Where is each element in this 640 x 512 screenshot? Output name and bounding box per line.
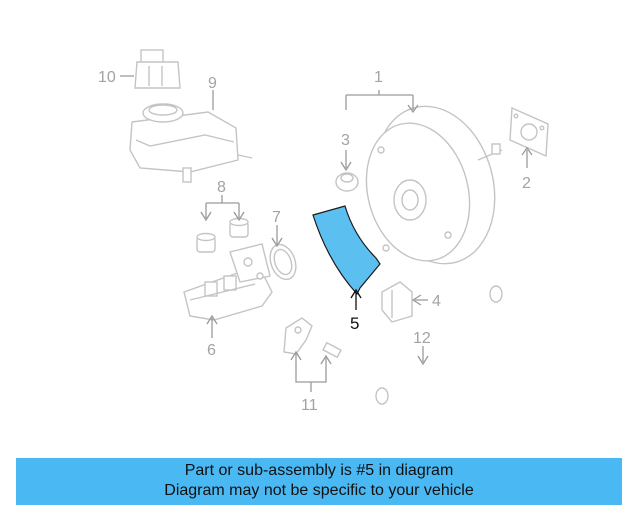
part-8-grommets[interactable]	[196, 217, 249, 253]
part-6-master-cylinder[interactable]	[183, 243, 273, 321]
leader-line-5	[350, 288, 362, 310]
callout-11: 11	[301, 397, 318, 414]
callout-2: 2	[522, 175, 531, 192]
part-10-reservoir-cap[interactable]	[134, 49, 181, 89]
part-4-bracket[interactable]	[381, 281, 413, 323]
banner-line-disclaimer: Diagram may not be specific to your vehi…	[164, 482, 474, 499]
callout-8: 8	[217, 179, 226, 196]
info-banner: Part or sub-assembly is #5 in diagram Di…	[16, 458, 622, 505]
part-3-nut[interactable]	[335, 172, 359, 192]
banner-line-part-number: Part or sub-assembly is #5 in diagram	[184, 462, 454, 479]
part-5-shield-highlighted[interactable]	[312, 205, 381, 296]
callout-10: 10	[98, 69, 116, 86]
callout-4: 4	[432, 293, 441, 310]
callout-7: 7	[272, 209, 281, 226]
part-2-gasket[interactable]	[509, 106, 549, 158]
callout-12: 12	[413, 330, 431, 347]
callout-6: 6	[207, 342, 216, 359]
parts-diagram: 10 9 1 3 2 8 7 4 12 6 11 5	[98, 49, 549, 414]
leader-lines	[120, 75, 533, 392]
part-11-sensor-and-bolt[interactable]	[283, 317, 342, 359]
callout-9: 9	[208, 75, 217, 92]
callout-1: 1	[374, 69, 383, 86]
callout-3: 3	[341, 132, 350, 149]
part-1-brake-booster[interactable]	[352, 93, 512, 278]
part-12-vacuum-hose[interactable]	[375, 285, 503, 405]
part-7-seal-ring[interactable]	[266, 241, 301, 283]
callout-5: 5	[350, 314, 359, 333]
part-9-reservoir-tank[interactable]	[129, 103, 253, 183]
